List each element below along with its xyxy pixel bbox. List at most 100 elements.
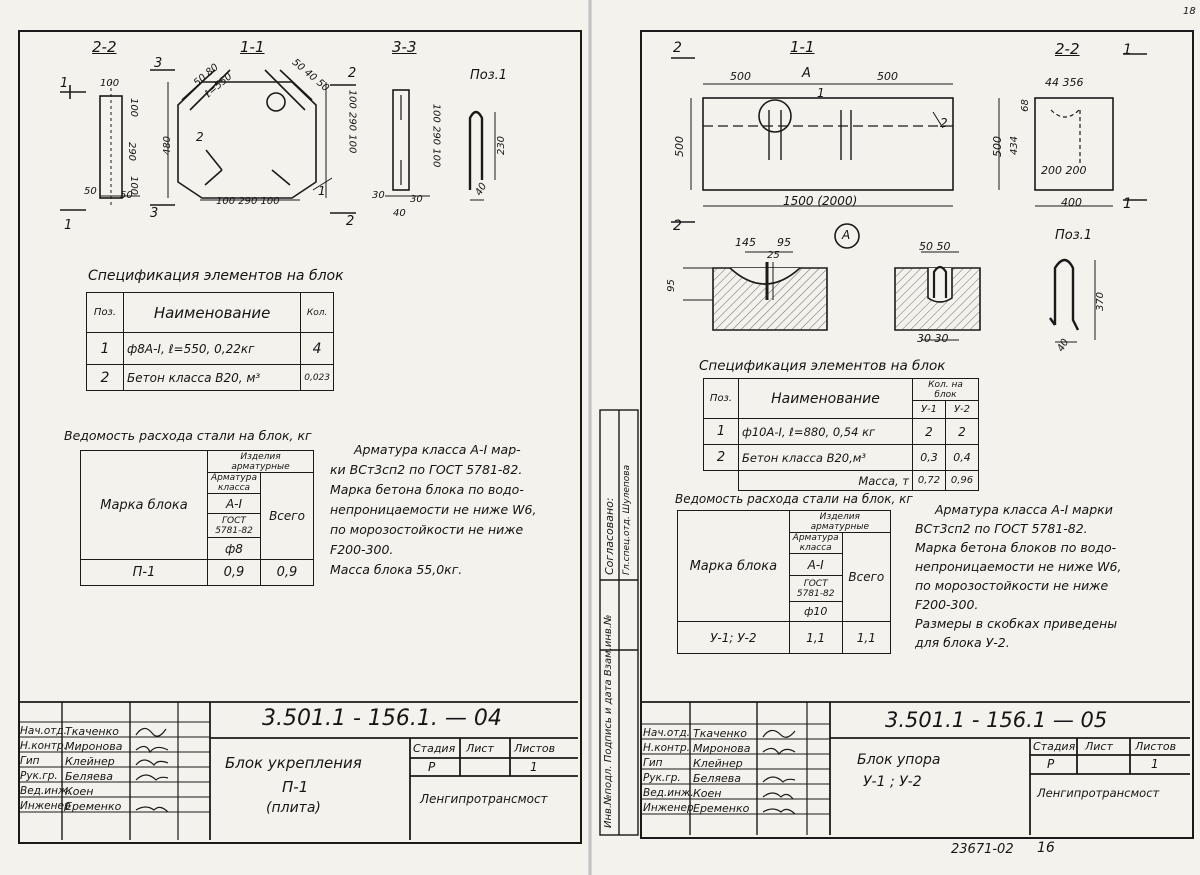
tb-name: Миронова	[65, 740, 123, 753]
tb-name: Клейнер	[693, 757, 743, 770]
callout-2: 2	[196, 130, 204, 144]
spec-row2-u1: 0,3	[912, 444, 946, 471]
right-sheet: 18 Согласовано: Гл.спец.отд. Шулепова Ин…	[595, 0, 1200, 875]
tb-stage: Р	[428, 760, 436, 774]
dim-50-b: 50	[120, 190, 133, 201]
tb-title-2: П-1	[282, 778, 309, 796]
tb-name: Коен	[65, 785, 94, 798]
dim-100-a: 100	[100, 78, 120, 89]
tb-name: Еременко	[693, 802, 750, 815]
callout-2: 2	[940, 116, 948, 130]
cut-mark-3-bot: 3	[150, 206, 159, 221]
tb-name: Беляева	[65, 770, 113, 783]
spec-row2-name: Бетон класса В20, м³	[122, 364, 302, 391]
tb-role: Гип	[643, 757, 663, 769]
detail-circle-a: А	[842, 228, 851, 242]
footer-archive-number: 23671-02	[951, 842, 1014, 857]
position-label: Поз.1	[470, 68, 508, 83]
tb-title-3: (плита)	[266, 800, 321, 816]
steel-title: Ведомость расхода стали на блок, кг	[64, 428, 312, 443]
spec-title: Спецификация элементов на блок	[699, 358, 946, 374]
left-sheet: 2-2 1-1 3-3 Поз.1	[0, 0, 590, 875]
drawing-code: 3.501.1 - 156.1 — 05	[885, 708, 1108, 732]
section-label-1-1: 1-1	[790, 38, 815, 56]
steel-vsego: Всего	[260, 472, 314, 560]
spec-head-name: Наименование	[122, 292, 302, 333]
footer-page-number: 16	[1037, 840, 1055, 856]
note-line: по морозостойкости не ниже	[915, 578, 1109, 593]
tb-org: Ленгипротрансмост	[1037, 786, 1160, 800]
spec-row2-u2: 0,4	[945, 444, 979, 471]
cut-mark-1-top: 1	[60, 76, 69, 91]
side-stamp-lines	[599, 409, 639, 836]
tb-role: Вед.инж.	[643, 787, 694, 799]
dim-bottom: 100 290 100	[216, 196, 280, 207]
cut-mark-1-bot: 1	[1123, 196, 1132, 212]
note-line: Марка бетона блока по водо-	[330, 482, 524, 497]
steel-row-val: 0,9	[207, 559, 261, 586]
position-label: Поз.1	[1055, 228, 1093, 243]
tb-role: Инженер	[643, 802, 694, 814]
steel-klass: Арматура класса	[207, 472, 261, 494]
steel-marka: Марка блока	[80, 450, 208, 560]
spec-row1-name: ф10А-I, ℓ=880, 0,54 кг	[738, 418, 913, 445]
corner-number: 18	[1183, 6, 1196, 17]
spec-table: Поз. Наименование Кол. 1 ф8А-I, ℓ=550, 0…	[86, 292, 334, 391]
tb-org: Ленгипротрансмост	[420, 792, 548, 806]
note-line: Арматура класса А-I марки	[935, 502, 1113, 517]
steel-table: Марка блока Изделия арматурные Арматура …	[80, 450, 314, 586]
note-line: непроницаемости не ниже W6,	[915, 559, 1122, 574]
tb-name: Клейнер	[65, 755, 115, 768]
steel-row-total: 0,9	[260, 559, 314, 586]
spec-row2-poz: 2	[703, 444, 739, 471]
note-line: для блока У-2.	[915, 635, 1010, 650]
tb-role: Рук.гр.	[20, 770, 58, 782]
tb-sheet-h: Лист	[466, 742, 494, 755]
tb-name: Коен	[693, 787, 722, 800]
spec-row1-u2: 2	[945, 418, 979, 445]
spec-row3-u2: 0,96	[945, 470, 979, 491]
right-frame	[640, 30, 1194, 839]
steel-gost: ГОСТ 5781-82	[788, 575, 843, 602]
tb-title-1: Блок упора	[857, 752, 941, 768]
tb-role: Нач.отд.	[20, 725, 68, 737]
dim-50-a: 50	[84, 186, 97, 197]
spec-row2-qty: 0,023	[300, 364, 334, 391]
spec-row2-name: Бетон класса В20,м³	[738, 444, 913, 471]
tb-title-2: У-1 ; У-2	[863, 774, 922, 790]
callout-1: 1	[817, 86, 825, 100]
steel-row-name: П-1	[80, 559, 208, 586]
spec-title: Спецификация элементов на блок	[88, 268, 344, 284]
note-line: F200-300.	[915, 597, 979, 612]
tb-name: Еременко	[65, 800, 122, 813]
cut-mark-2-top: 2	[673, 40, 682, 56]
detail-ref-a: А	[802, 66, 811, 81]
dim-500-b: 500	[877, 70, 898, 83]
tb-sheet-h: Лист	[1085, 740, 1113, 753]
right-titleblock-lines	[640, 701, 1190, 835]
steel-dia: ф10	[788, 601, 843, 622]
tb-title-1: Блок укрепления	[225, 754, 362, 772]
tb-role: Вед.инж.	[20, 785, 71, 797]
steel-vsego: Всего	[841, 532, 892, 622]
cut-mark-2-top: 2	[348, 66, 357, 81]
steel-row-name: У-1; У-2	[677, 621, 790, 654]
steel-title: Ведомость расхода стали на блок, кг	[675, 492, 913, 506]
note-line: непроницаемости не ниже W6,	[330, 502, 537, 517]
steel-izd: Изделия арматурные	[788, 510, 892, 533]
tb-sheet: 1	[1151, 757, 1159, 771]
tb-stage-h: Стадия	[413, 742, 456, 755]
tb-role: Инженер	[20, 800, 71, 812]
dim-95: 95	[777, 236, 791, 249]
cut-mark-1-top: 1	[1123, 42, 1132, 58]
spec-row1-poz: 1	[86, 332, 124, 365]
section-label-1-1: 1-1	[240, 38, 265, 56]
spec-row1-u1: 2	[912, 418, 946, 445]
dim-44-356: 44 356	[1045, 76, 1084, 89]
dim-30-b: 30	[410, 194, 423, 205]
note-line: F200-300.	[330, 542, 394, 557]
steel-table: Марка блока Изделия арматурные Арматура …	[677, 510, 892, 654]
section-label-3-3: 3-3	[392, 38, 417, 56]
callout-1: 1	[318, 184, 326, 198]
spec-head-qty: Кол.	[300, 292, 334, 333]
